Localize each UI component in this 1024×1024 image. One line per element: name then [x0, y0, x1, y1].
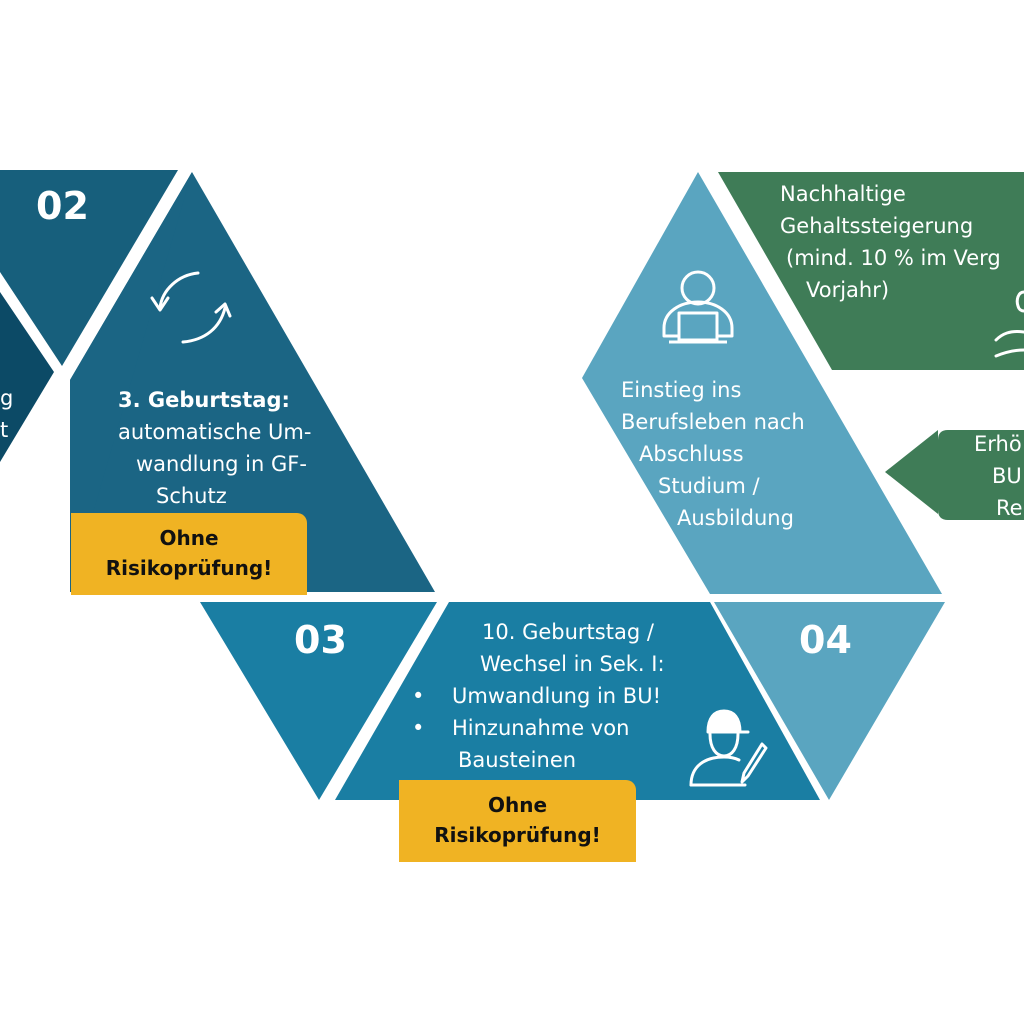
salary-line: (mind. 10 % im Verg — [786, 246, 1001, 270]
step-03-triangle — [200, 602, 437, 800]
step-02-detail-triangle-left — [70, 172, 192, 592]
left-fragment-shape — [0, 292, 54, 462]
badge-line: Risikoprüfung! — [434, 823, 601, 847]
step-03-bullet-item: • Umwandlung in BU! — [412, 680, 665, 712]
badge-line: Ohne — [159, 526, 219, 550]
left-fragment-text: g t — [0, 382, 13, 446]
refresh-arrows-icon — [150, 271, 232, 344]
step-04-triangle — [714, 602, 945, 800]
step-02-detail-line: wandlung in GF- — [136, 452, 307, 476]
step-02-triangle — [0, 170, 178, 366]
left-fragment-line: t — [0, 418, 9, 442]
step-03-detail-line: Wechsel in Sek. I: — [480, 652, 665, 676]
increase-arrow-text: Erhö BU Re — [974, 428, 1023, 524]
badge-line: Risikoprüfung! — [105, 556, 273, 580]
step-04-detail-line: Studium / — [658, 474, 760, 498]
bullet-text: Hinzunahme von — [452, 716, 630, 740]
increase-arrow-shape — [885, 430, 1024, 520]
step-02-detail-text: 3. Geburtstag: automatische Um- wandlung… — [118, 384, 311, 512]
step-03-detail-text: 10. Geburtstag / Wechsel in Sek. I: • Umw… — [412, 616, 665, 776]
arrow-line: Erhö — [974, 432, 1022, 456]
arrow-line: Re — [996, 496, 1023, 520]
money-hand-icon — [994, 290, 1024, 358]
step-04-detail-shape — [582, 172, 942, 594]
step-04-detail-line: Berufsleben nach — [621, 410, 805, 434]
step-04-number: 04 — [799, 618, 852, 662]
salary-box-shape — [718, 172, 1024, 370]
step-03-detail-trapezoid — [335, 602, 820, 800]
bullet-dot: • — [412, 684, 425, 708]
left-fragment-line: g — [0, 386, 14, 410]
step-04-detail-line: Einstieg ins — [621, 378, 742, 402]
step-02-number: 02 — [36, 184, 89, 228]
bullet-text: Umwandlung in BU! — [452, 684, 661, 708]
step-03-bullet-item: • Hinzunahme von — [412, 712, 665, 744]
step-04-detail-line: Abschluss — [639, 442, 744, 466]
student-writing-icon — [689, 709, 768, 787]
step-04-detail-text: Einstieg ins Berufsleben nach Abschluss … — [621, 374, 805, 534]
step-02-detail-line: Schutz — [156, 484, 227, 508]
badge-line: Ohne — [487, 793, 548, 817]
no-risk-check-badge: Ohne Risikoprüfung! — [71, 513, 307, 595]
step-02-detail-title: 3. Geburtstag: — [118, 388, 290, 412]
step-04-detail-line: Ausbildung — [677, 506, 794, 530]
step-03-bullet-continuation: Bausteinen — [458, 748, 577, 772]
salary-line: Nachhaltige — [780, 182, 906, 206]
salary-line: Gehaltssteigerung — [780, 214, 974, 238]
step-03-number: 03 — [294, 618, 347, 662]
arrow-line: BU — [992, 464, 1022, 488]
person-laptop-icon — [662, 270, 734, 344]
bullet-dot: • — [412, 716, 425, 740]
no-risk-check-badge: Ohne Risikoprüfung! — [399, 780, 636, 862]
step-02-detail-line: automatische Um- — [118, 420, 312, 444]
step-03-detail-line: 10. Geburtstag / — [482, 620, 654, 644]
salary-line: Vorjahr) — [806, 278, 890, 302]
salary-box-text: Nachhaltige Gehaltssteigerung (mind. 10 … — [780, 178, 1001, 306]
